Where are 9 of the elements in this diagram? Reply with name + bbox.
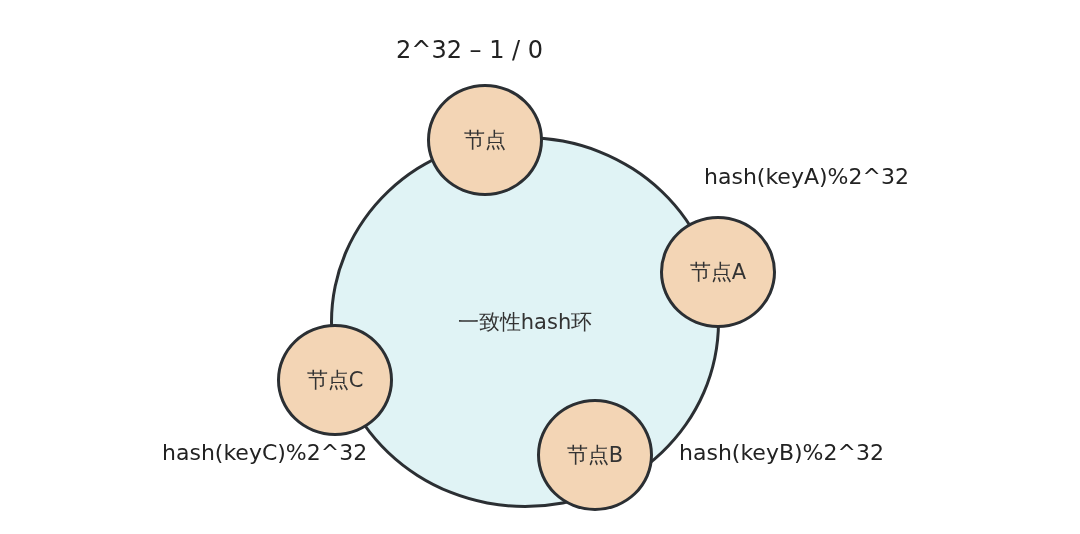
node-label: 节点A [689,259,747,286]
node-label: 节点 [464,127,506,154]
hash-position-label: 2^32 – 1 / 0 [396,36,544,64]
hash-position-label: hash(keyC)%2^32 [162,440,368,465]
ring-label: 一致性hash环 [457,309,593,336]
node-label: 节点B [566,442,624,469]
hash-position-label: hash(keyB)%2^32 [679,440,884,465]
node-label: 节点C [306,367,364,394]
hash-position-label: hash(keyA)%2^32 [704,164,909,189]
